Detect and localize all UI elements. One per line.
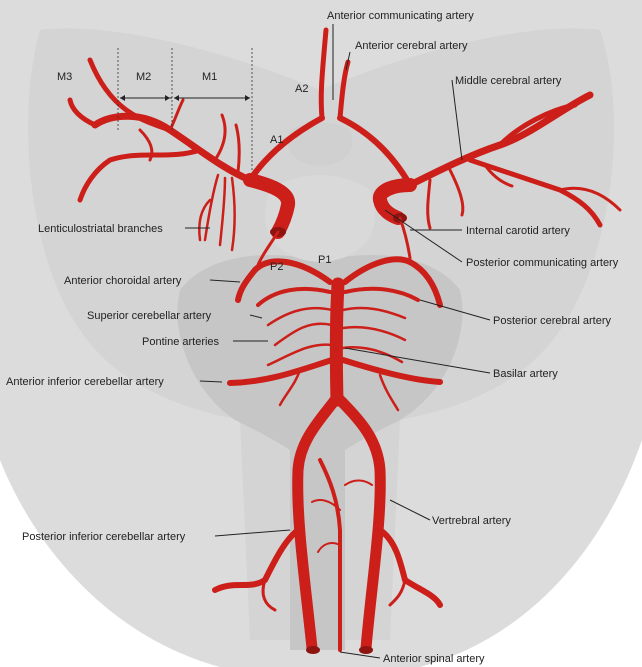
label-pca: Posterior cerebral artery (493, 315, 611, 327)
label-p2: P2 (270, 261, 283, 273)
label-m1: M1 (202, 71, 217, 83)
label-basilar: Basilar artery (493, 368, 558, 380)
label-anterior-spinal: Anterior spinal artery (383, 653, 485, 665)
label-pica: Posterior inferior cerebellar artery (22, 531, 186, 543)
label-mca: Middle cerebral artery (455, 75, 562, 87)
label-pontine: Pontine arteries (142, 336, 220, 348)
label-anterior-choroidal: Anterior choroidal artery (64, 275, 182, 287)
label-a2: A2 (295, 83, 308, 95)
label-a1: A1 (270, 134, 283, 146)
label-acomm: Anterior communicating artery (327, 10, 474, 22)
label-m3: M3 (57, 71, 72, 83)
label-superior-cerebellar: Superior cerebellar artery (87, 310, 212, 322)
label-pcomm: Posterior communicating artery (466, 257, 619, 269)
label-ica: Internal carotid artery (466, 225, 570, 237)
label-lenticulostriate: Lenticulostriatal branches (38, 223, 163, 235)
label-aica: Anterior inferior cerebellar artery (6, 376, 164, 388)
basilar-artery (336, 284, 338, 400)
label-vertebral: Vertrebral artery (432, 515, 511, 527)
label-p1: P1 (318, 254, 331, 266)
label-aca: Anterior cerebral artery (355, 40, 468, 52)
label-m2: M2 (136, 71, 151, 83)
